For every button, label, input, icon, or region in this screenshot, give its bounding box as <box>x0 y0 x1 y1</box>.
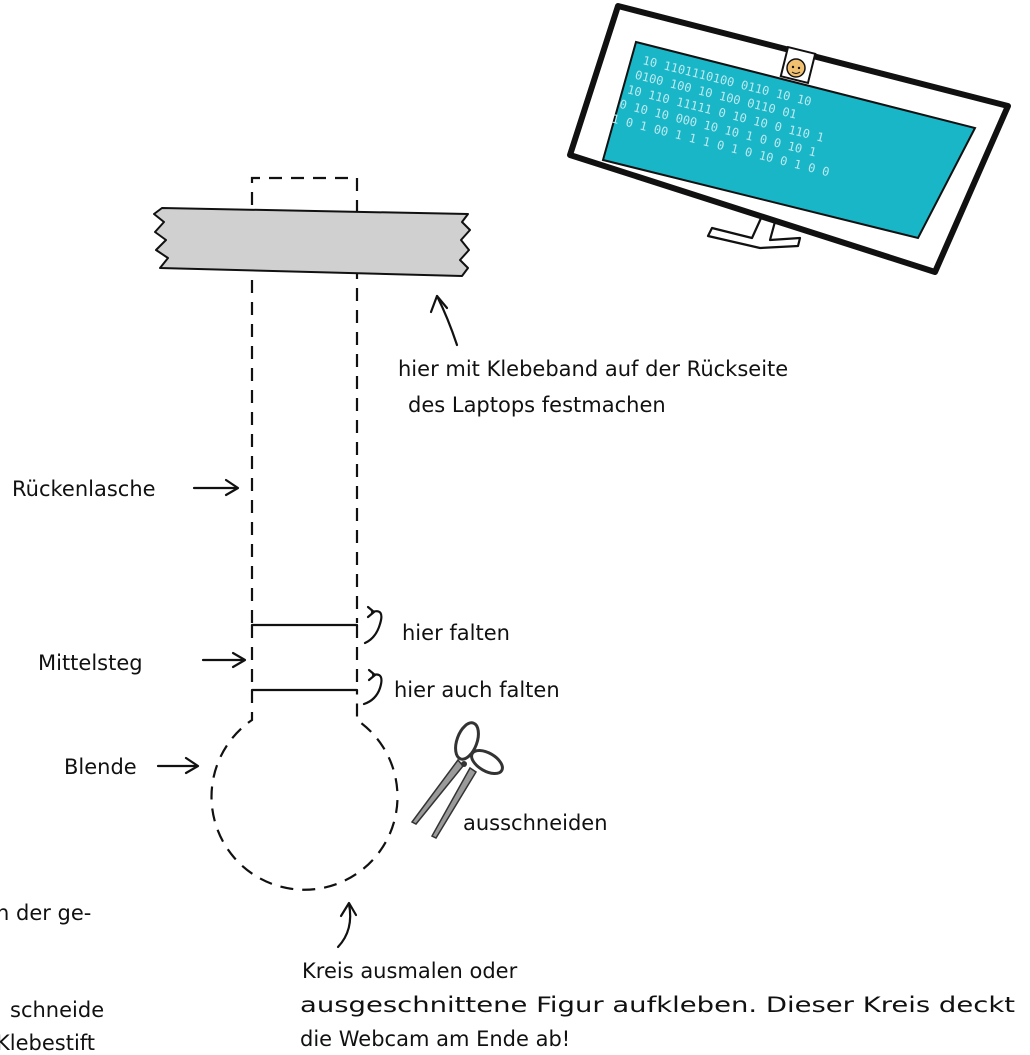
fold-arrow-bottom <box>362 668 383 706</box>
template-outline <box>210 176 399 891</box>
left-partial-line-3: Klebestift <box>0 1031 95 1055</box>
shutter-cut-line <box>210 690 399 891</box>
fold-arrow-top <box>363 605 383 645</box>
circle-note-arrow <box>336 901 358 949</box>
left-partial-line-1: n der ge- <box>0 901 91 925</box>
circle-note-line-2: ausgeschnittene Figur aufkleben. Dieser … <box>300 993 1015 1017</box>
shutter-label: Blende <box>64 755 137 779</box>
scissors-icon <box>410 721 504 839</box>
middle-bar-label: Mittelsteg <box>38 651 143 675</box>
masking-tape-icon <box>153 207 471 277</box>
monitor-stand <box>706 214 802 250</box>
cut-out-label: ausschneiden <box>463 811 608 835</box>
circle-note-line-1: Kreis ausmalen oder <box>302 959 518 983</box>
fold-here-too-label: hier auch falten <box>394 678 560 702</box>
webcam-cover-icon <box>779 45 817 85</box>
back-tab-cut-line <box>250 176 359 623</box>
circle-note-line-3: die Webcam am Ende ab! <box>300 1027 570 1051</box>
left-partial-line-2: schneide <box>10 998 104 1022</box>
back-tab-label: Rückenlasche <box>12 477 156 501</box>
tape-note-arrow <box>429 294 459 347</box>
back-tab-arrow <box>192 478 240 497</box>
tape-note-line-1: hier mit Klebeband auf der Rückseite <box>398 357 788 381</box>
middle-bar-arrow <box>201 651 247 669</box>
monitor-screen <box>601 40 977 240</box>
monitor-icon: 10 1101110100 0110 10 10 0100 100 10 100… <box>567 3 1011 275</box>
tape-note-line-2: des Laptops festmachen <box>408 393 666 417</box>
shutter-arrow <box>156 756 200 775</box>
fold-here-label: hier falten <box>402 621 510 645</box>
